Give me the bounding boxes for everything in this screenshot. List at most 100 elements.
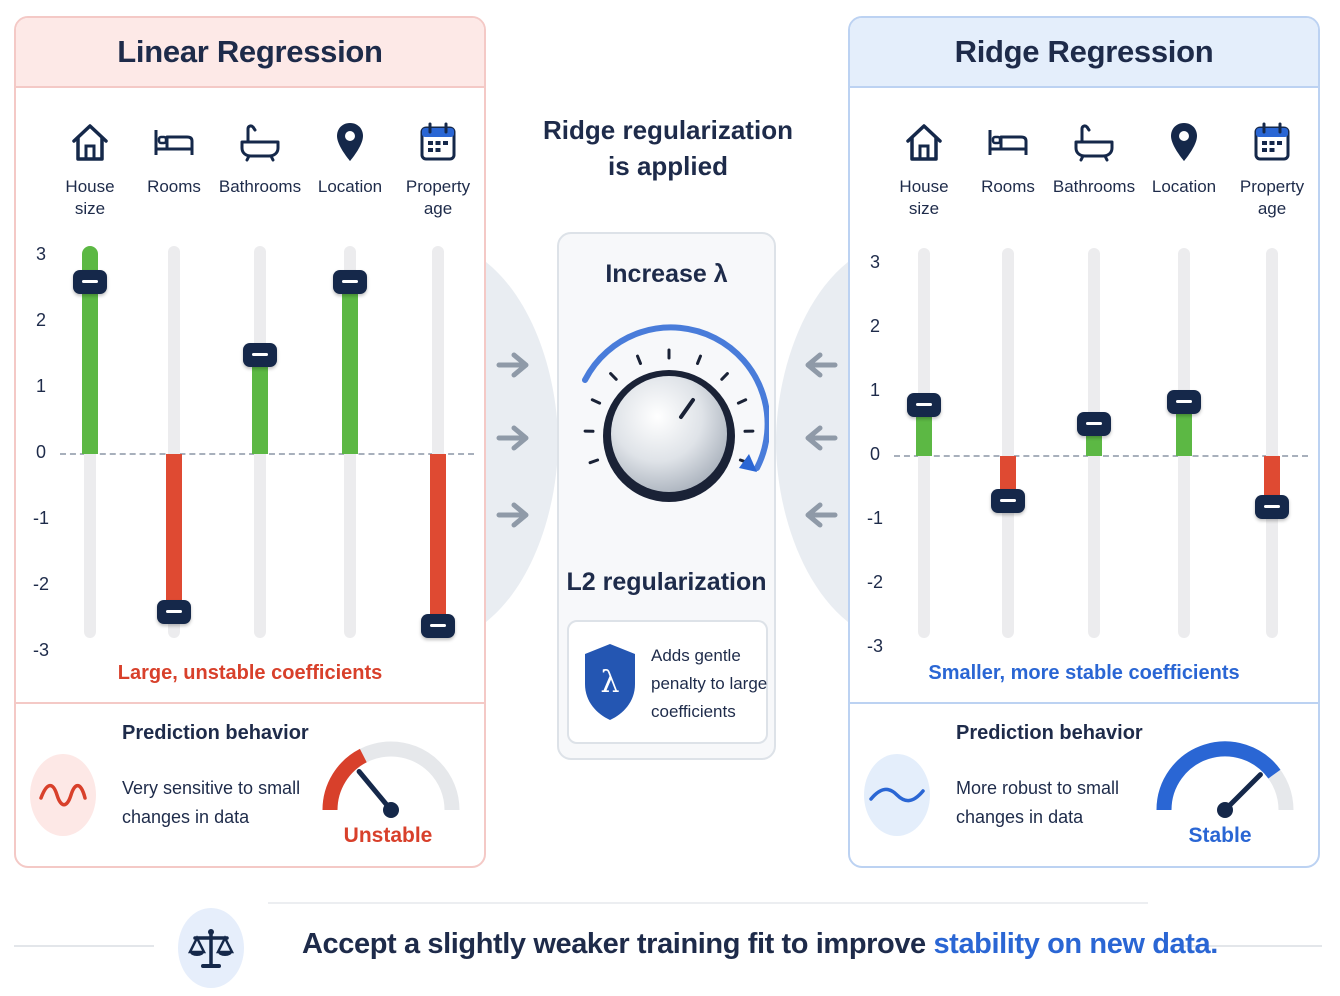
ridge-regression-panel: Ridge Regression House size Rooms Bathroom… xyxy=(848,16,1320,868)
knob-tick xyxy=(636,354,642,365)
arrow-left-icon xyxy=(805,425,838,451)
increase-lambda-label: Increase λ xyxy=(605,260,728,288)
bed-icon xyxy=(124,118,224,166)
y-tick-label: -2 xyxy=(866,572,883,592)
coefficient-bar xyxy=(1264,456,1280,508)
knob-tick xyxy=(720,372,729,381)
feature-location: Location xyxy=(300,118,400,198)
footer-divider xyxy=(268,902,1148,904)
location-pin-icon xyxy=(300,118,400,166)
feature-label: Bathrooms xyxy=(218,177,302,196)
ridge-regression-title: Ridge Regression xyxy=(850,18,1318,88)
house-icon xyxy=(40,118,140,166)
slider-track xyxy=(1266,248,1278,638)
gauge-fill xyxy=(1156,741,1281,811)
feature-house-size: House size xyxy=(874,118,974,220)
coefficient-bar xyxy=(342,282,358,454)
coefficient-slider-handle[interactable] xyxy=(1077,412,1111,436)
wave-icon xyxy=(864,754,930,836)
stable-gauge xyxy=(1156,741,1294,818)
feature-label: Rooms xyxy=(981,177,1035,196)
feature-house-size: House size xyxy=(40,118,140,220)
coefficient-slider-handle[interactable] xyxy=(907,392,941,417)
arrow-right-icon xyxy=(496,425,529,451)
feature-label: House size xyxy=(899,177,949,218)
calendar-icon xyxy=(388,118,484,166)
feature-label: Location xyxy=(1151,177,1217,196)
location-pin-icon xyxy=(1134,118,1234,166)
shield-icon: λ xyxy=(585,644,635,720)
coefficient-slider-handle[interactable] xyxy=(1255,495,1289,520)
linear-caption: Large, unstable coefficients xyxy=(117,662,383,684)
coefficient-slider-handle[interactable] xyxy=(1167,389,1201,414)
y-tick-label: 1 xyxy=(35,376,46,396)
coefficient-bar xyxy=(430,454,446,626)
y-tick-label: 1 xyxy=(869,380,880,400)
feature-bathrooms: Bathrooms xyxy=(1044,118,1144,198)
l2-regularization-label: L2 regularization xyxy=(566,568,767,596)
arrow-right-icon xyxy=(496,502,529,528)
knob-tick xyxy=(588,458,600,465)
footer-rule-left xyxy=(14,945,154,947)
ridge-caption: Smaller, more stable coefficients xyxy=(928,662,1240,684)
zero-line xyxy=(894,455,1308,457)
unstable-gauge xyxy=(322,741,460,818)
linear-regression-title: Linear Regression xyxy=(16,18,484,88)
y-tick-label: -3 xyxy=(32,640,49,660)
y-tick-label: 3 xyxy=(869,252,880,272)
zero-line xyxy=(60,453,474,455)
arrow-left-icon xyxy=(805,502,838,528)
feature-rooms: Rooms xyxy=(124,118,224,198)
coefficient-slider-handle[interactable] xyxy=(243,343,277,367)
feature-label: Bathrooms xyxy=(1052,177,1136,196)
coefficient-bar xyxy=(916,404,932,456)
slider-track xyxy=(1002,248,1014,638)
penalty-box: λ Adds gentle penalty to large coefficie… xyxy=(567,620,768,744)
footer-message: Accept a slightly weaker training fit to… xyxy=(302,928,1218,960)
feature-label: Location xyxy=(317,177,383,196)
feature-rooms: Rooms xyxy=(958,118,1058,198)
feature-label: Rooms xyxy=(147,177,201,196)
house-icon xyxy=(874,118,974,166)
coefficient-slider-handle[interactable] xyxy=(157,600,191,625)
y-tick-label: 0 xyxy=(869,444,880,464)
y-tick-label: -2 xyxy=(32,574,49,594)
prediction-behavior-section: Prediction behavior More robust to small… xyxy=(850,702,1318,866)
knob-tick xyxy=(609,372,618,381)
footer-rule-right xyxy=(1178,945,1322,947)
arrow-right-icon xyxy=(496,352,529,378)
behavior-description: Very sensitive to small changes in data xyxy=(122,778,301,827)
coefficient-slider-handle[interactable] xyxy=(991,488,1025,513)
y-tick-label: 3 xyxy=(35,244,46,264)
penalty-text: Adds gentle penalty to large coefficient… xyxy=(651,646,768,721)
coefficient-slider-handle[interactable] xyxy=(421,613,455,638)
gauge-needle xyxy=(1222,772,1263,813)
feature-property-age: Property age xyxy=(388,118,484,220)
gauge-label: Stable xyxy=(1188,824,1252,847)
y-tick-label: -1 xyxy=(866,508,883,528)
y-tick-label: 0 xyxy=(35,442,46,462)
behavior-title: Prediction behavior xyxy=(956,722,1143,744)
behavior-description: More robust to small changes in data xyxy=(956,778,1120,827)
behavior-title: Prediction behavior xyxy=(122,722,309,744)
scales-icon xyxy=(178,908,244,988)
coefficient-bar xyxy=(166,454,182,613)
feature-location: Location xyxy=(1134,118,1234,198)
knob-tick xyxy=(736,398,748,405)
feature-label: Property age xyxy=(405,177,471,218)
coefficient-slider-handle[interactable] xyxy=(333,270,367,295)
arrow-left-icon xyxy=(805,352,838,378)
wave-icon xyxy=(30,754,96,836)
feature-bathrooms: Bathrooms xyxy=(210,118,310,198)
gauge-needle xyxy=(356,769,394,813)
y-tick-label: 2 xyxy=(35,310,46,330)
bed-icon xyxy=(958,118,1058,166)
knob-tick xyxy=(696,354,702,365)
coefficient-bar xyxy=(252,355,268,454)
lambda-knob[interactable] xyxy=(569,304,769,534)
coefficient-bar xyxy=(1176,401,1192,456)
knob-tick xyxy=(590,398,602,405)
prediction-behavior-section: Prediction behavior Very sensitive to sm… xyxy=(16,702,484,866)
coefficient-slider-handle[interactable] xyxy=(73,270,107,295)
